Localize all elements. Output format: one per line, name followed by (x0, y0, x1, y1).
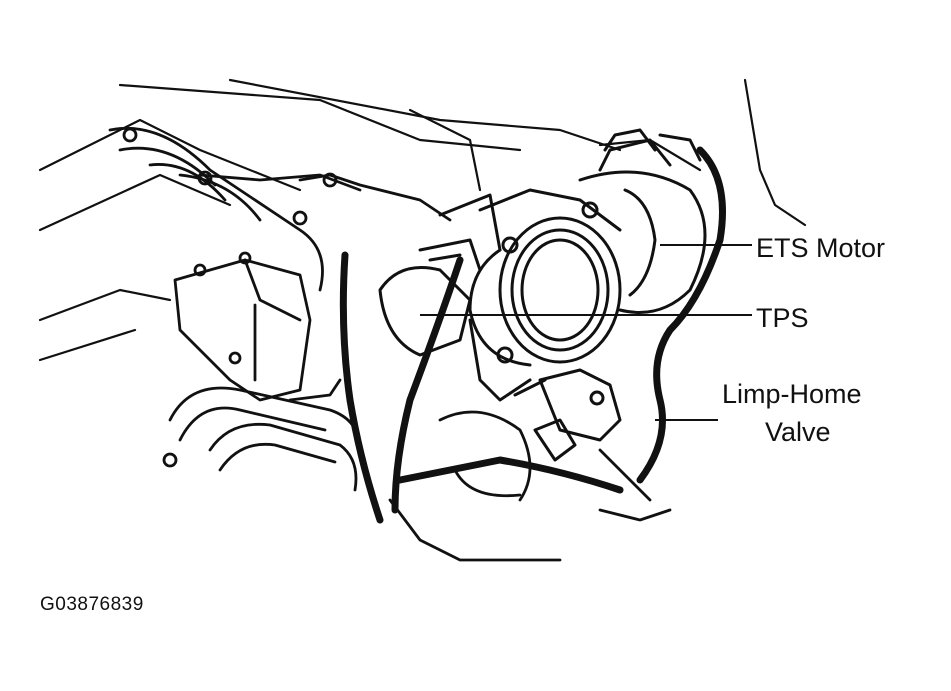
limp-home-valve-label-line2: Valve (765, 417, 831, 447)
leader-lines (420, 244, 752, 421)
lower-hoses (388, 410, 672, 562)
limp-home-valve (513, 368, 622, 462)
tps-label: TPS (756, 303, 809, 333)
intake-manifold (108, 126, 452, 468)
throttle-body (438, 188, 622, 402)
mounting-bracket (173, 251, 312, 402)
coolant-hoses (168, 378, 362, 492)
figure-id: G03876839 (40, 594, 144, 615)
ets-motor (578, 128, 707, 314)
ets-motor-label: ETS Motor (756, 233, 886, 263)
wiring-harness (339, 146, 726, 524)
tps-sensor (378, 238, 482, 357)
limp-home-valve-label-line1: Limp-Home (722, 379, 862, 409)
engine-background-outline (38, 78, 807, 362)
